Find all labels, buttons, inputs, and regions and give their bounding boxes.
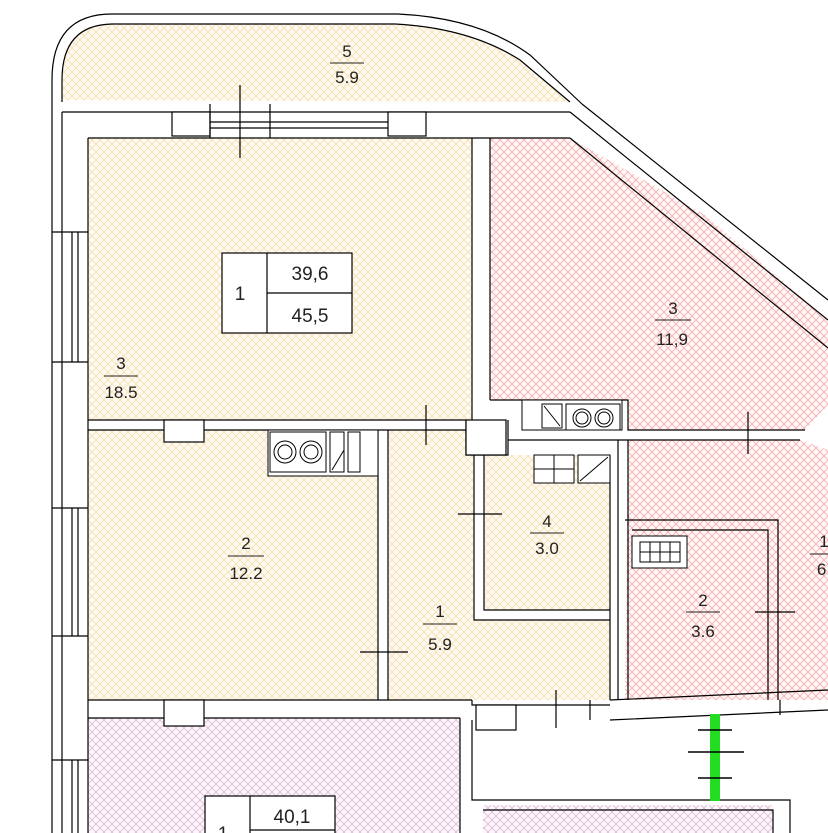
room-number: 3 [668, 299, 677, 318]
red-fixtures [521, 399, 688, 569]
room-number: 1 [819, 532, 828, 551]
lower-apartment-info-box: 1 40,1 [204, 795, 336, 833]
hall-area [388, 430, 610, 700]
room-number: 1 [435, 602, 444, 621]
top-windows [171, 85, 427, 158]
apartment-living-area: 39,6 [292, 264, 329, 285]
apartment-number: 1 [235, 284, 246, 305]
kitchen-fixtures [267, 429, 379, 477]
living-room-label: 3 18.5 [104, 354, 138, 402]
balcony-area [62, 24, 570, 102]
room-area: 11,9 [656, 330, 688, 349]
room-number: 4 [542, 512, 551, 531]
neighbour-bath-area [625, 440, 828, 700]
room-area: 5.9 [428, 635, 452, 654]
lower-apartment-living-area: 40,1 [274, 807, 311, 828]
door-frames [163, 419, 517, 731]
room-number: 3 [116, 354, 125, 373]
room-number: 2 [241, 534, 250, 553]
lower-apartment-number: 1 [218, 824, 229, 833]
marker-bar [710, 714, 720, 801]
marker-ticks [688, 729, 744, 779]
neighbour-edge-label: 1 6. [810, 532, 828, 579]
door-swing-ticks [360, 405, 795, 728]
room-area: 6. [817, 560, 828, 579]
room-area: 12.2 [229, 564, 262, 583]
balcony-label: 5 5.9 [330, 42, 364, 87]
room-area: 18.5 [104, 383, 137, 402]
lower-right-area [483, 805, 773, 833]
hall-label: 1 5.9 [423, 602, 457, 654]
neighbour-room-area [490, 138, 828, 430]
room-area: 3.0 [535, 539, 559, 558]
neighbour-room-label: 3 11,9 [655, 299, 691, 349]
room-area: 3.6 [691, 622, 715, 641]
bathroom-label: 4 3.0 [530, 512, 564, 558]
room-number: 5 [342, 42, 351, 61]
neighbour-bath-label: 2 3.6 [686, 591, 720, 641]
room-number: 2 [698, 591, 707, 610]
apartment-info-box: 1 39,6 45,5 [221, 252, 353, 334]
bedroom-label: 2 12.2 [228, 534, 264, 583]
apartment-total-area: 45,5 [292, 306, 329, 327]
room-area: 5.9 [335, 68, 359, 87]
